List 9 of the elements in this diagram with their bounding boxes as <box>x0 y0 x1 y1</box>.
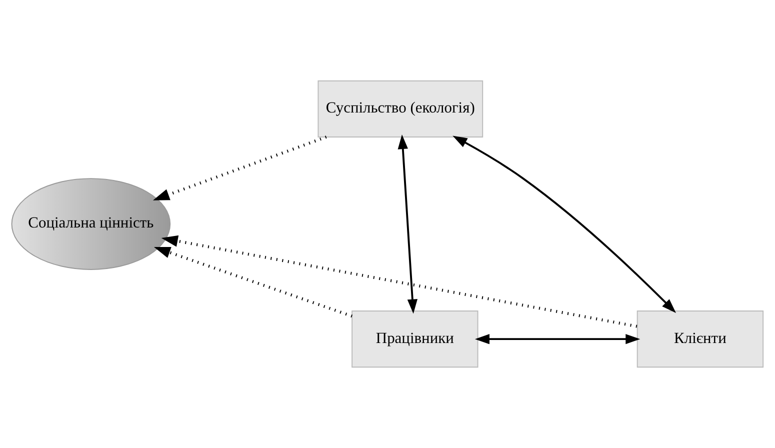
node-box: Клієнти <box>636 310 764 368</box>
arrow <box>161 235 638 328</box>
arrow <box>452 136 676 314</box>
arrow <box>152 136 327 200</box>
node-box: Суспільство (екологія) <box>318 80 484 138</box>
arrow <box>154 246 352 318</box>
arrow <box>398 134 418 314</box>
arrow <box>474 334 640 344</box>
node-box: Працівники <box>352 310 478 368</box>
